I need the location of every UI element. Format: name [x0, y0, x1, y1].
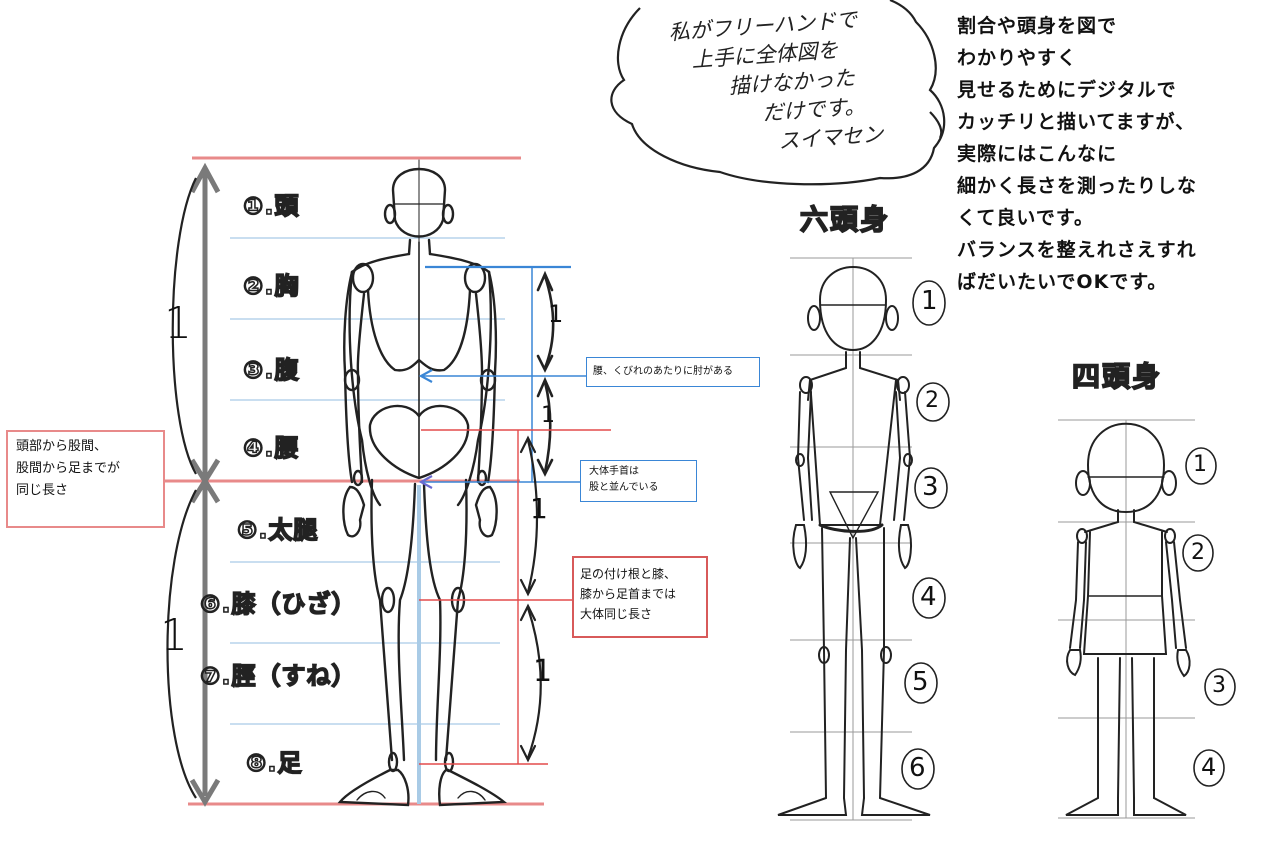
- four-heads-number-2: 2: [1191, 540, 1205, 565]
- note-elbow-text: 腰、くびれのあたりに肘がある: [593, 366, 733, 377]
- six-heads-number-4: 4: [920, 582, 937, 612]
- six-heads-number-3: 3: [922, 472, 939, 502]
- explanation-text: 割合や頭身を図で わかりやすく 見せるためにデジタルで カッチリと描いてますが、…: [957, 10, 1197, 298]
- explanation-line-5: 実際にはこんなに: [957, 143, 1118, 165]
- ratio-mark-shin: 1: [533, 654, 553, 689]
- note-elbow: 腰、くびれのあたりに肘がある: [586, 357, 760, 387]
- note-leg-line-1: 足の付け根と膝、: [580, 567, 677, 581]
- main-figure: [337, 159, 508, 807]
- note-half-length-line-2: 股間から足までが: [16, 461, 121, 476]
- six-heads-number-1: 1: [921, 286, 938, 316]
- speech-bubble: [610, 0, 946, 186]
- four-heads-title: 四頭身: [1071, 359, 1163, 394]
- note-leg-line-2: 膝から足首までは: [580, 587, 677, 601]
- speech-bubble-tail: [929, 111, 943, 139]
- segment-label-shin: ⑦.脛（すね）: [199, 661, 357, 691]
- leg-ratio-arrows: [519, 435, 542, 763]
- segment-label-chest: ②.胸: [242, 271, 300, 301]
- note-wrist: 大体手首は 股と並んでいる: [580, 460, 697, 502]
- arm-measure-lines: [418, 265, 588, 489]
- six-heads-figure: [777, 266, 931, 816]
- explanation-line-1: 割合や頭身を図で: [957, 15, 1118, 37]
- six-heads-number-2: 2: [925, 388, 939, 413]
- gray-height-arrow: [189, 162, 221, 807]
- six-heads-number-5: 5: [912, 667, 929, 697]
- arm-ratio-arrows: [536, 270, 555, 477]
- explanation-line-4: カッチリと描いてますが、: [957, 111, 1196, 133]
- segment-label-head: ①.頭: [242, 191, 300, 221]
- six-heads-circles: [901, 280, 950, 790]
- six-heads-title: 六頭身: [799, 202, 891, 237]
- note-wrist-line-2: 股と並んでいる: [589, 482, 659, 493]
- explanation-line-8: バランスを整えれさえすれ: [957, 239, 1197, 261]
- ratio-mark-forearm: 1: [541, 403, 555, 428]
- segment-label-waist: ④.腰: [242, 433, 300, 463]
- explanation-line-2: わかりやすく: [957, 47, 1078, 69]
- four-heads-circles: [1182, 447, 1236, 787]
- segment-label-belly: ③.腹: [242, 355, 300, 385]
- ratio-mark-thigh: 1: [530, 492, 548, 525]
- segment-label-foot: ⑧.足: [245, 748, 303, 778]
- note-half-length: 頭部から股間、 股間から足までが 同じ長さ: [6, 430, 165, 528]
- note-leg-line-3: 大体同じ長さ: [580, 607, 653, 621]
- note-half-length-line-3: 同じ長さ: [16, 483, 69, 498]
- explanation-line-6: 細かく長さを測ったりしな: [957, 175, 1198, 197]
- segment-label-knee: ⑥.膝（ひざ）: [199, 589, 357, 619]
- ratio-brackets: [166, 177, 197, 799]
- explanation-line-9: ばだいたいでOKです。: [957, 271, 1168, 293]
- note-half-length-line-1: 頭部から股間、: [16, 439, 108, 454]
- four-heads-number-1: 1: [1193, 452, 1207, 477]
- six-heads-guides: [790, 257, 912, 821]
- ratio-mark-upper-arm: 1: [548, 300, 564, 328]
- speech-bubble-text: 私がフリーハンドで 上手に全体図を 描けなかった だけです。 スイマセン: [627, 3, 906, 166]
- four-heads-guides: [1058, 419, 1195, 819]
- ratio-mark-lower: 1: [160, 610, 188, 661]
- four-heads-number-4: 4: [1201, 753, 1217, 781]
- leg-measure-lines: [419, 429, 611, 765]
- ratio-mark-upper: 1: [164, 298, 192, 349]
- explanation-line-3: 見せるためにデジタルで: [957, 79, 1177, 101]
- main-head: [391, 167, 447, 238]
- four-heads-number-3: 3: [1212, 673, 1226, 698]
- segment-divider-lines: [230, 237, 505, 725]
- note-wrist-line-1: 大体手首は: [589, 466, 639, 477]
- six-heads-number-6: 6: [909, 753, 926, 783]
- explanation-line-7: くて良いです。: [957, 207, 1094, 229]
- segment-label-thigh: ⑤.太腿: [236, 515, 319, 545]
- four-heads-figure: [1065, 422, 1191, 816]
- note-leg: 足の付け根と膝、 膝から足首までは 大体同じ長さ: [572, 556, 708, 638]
